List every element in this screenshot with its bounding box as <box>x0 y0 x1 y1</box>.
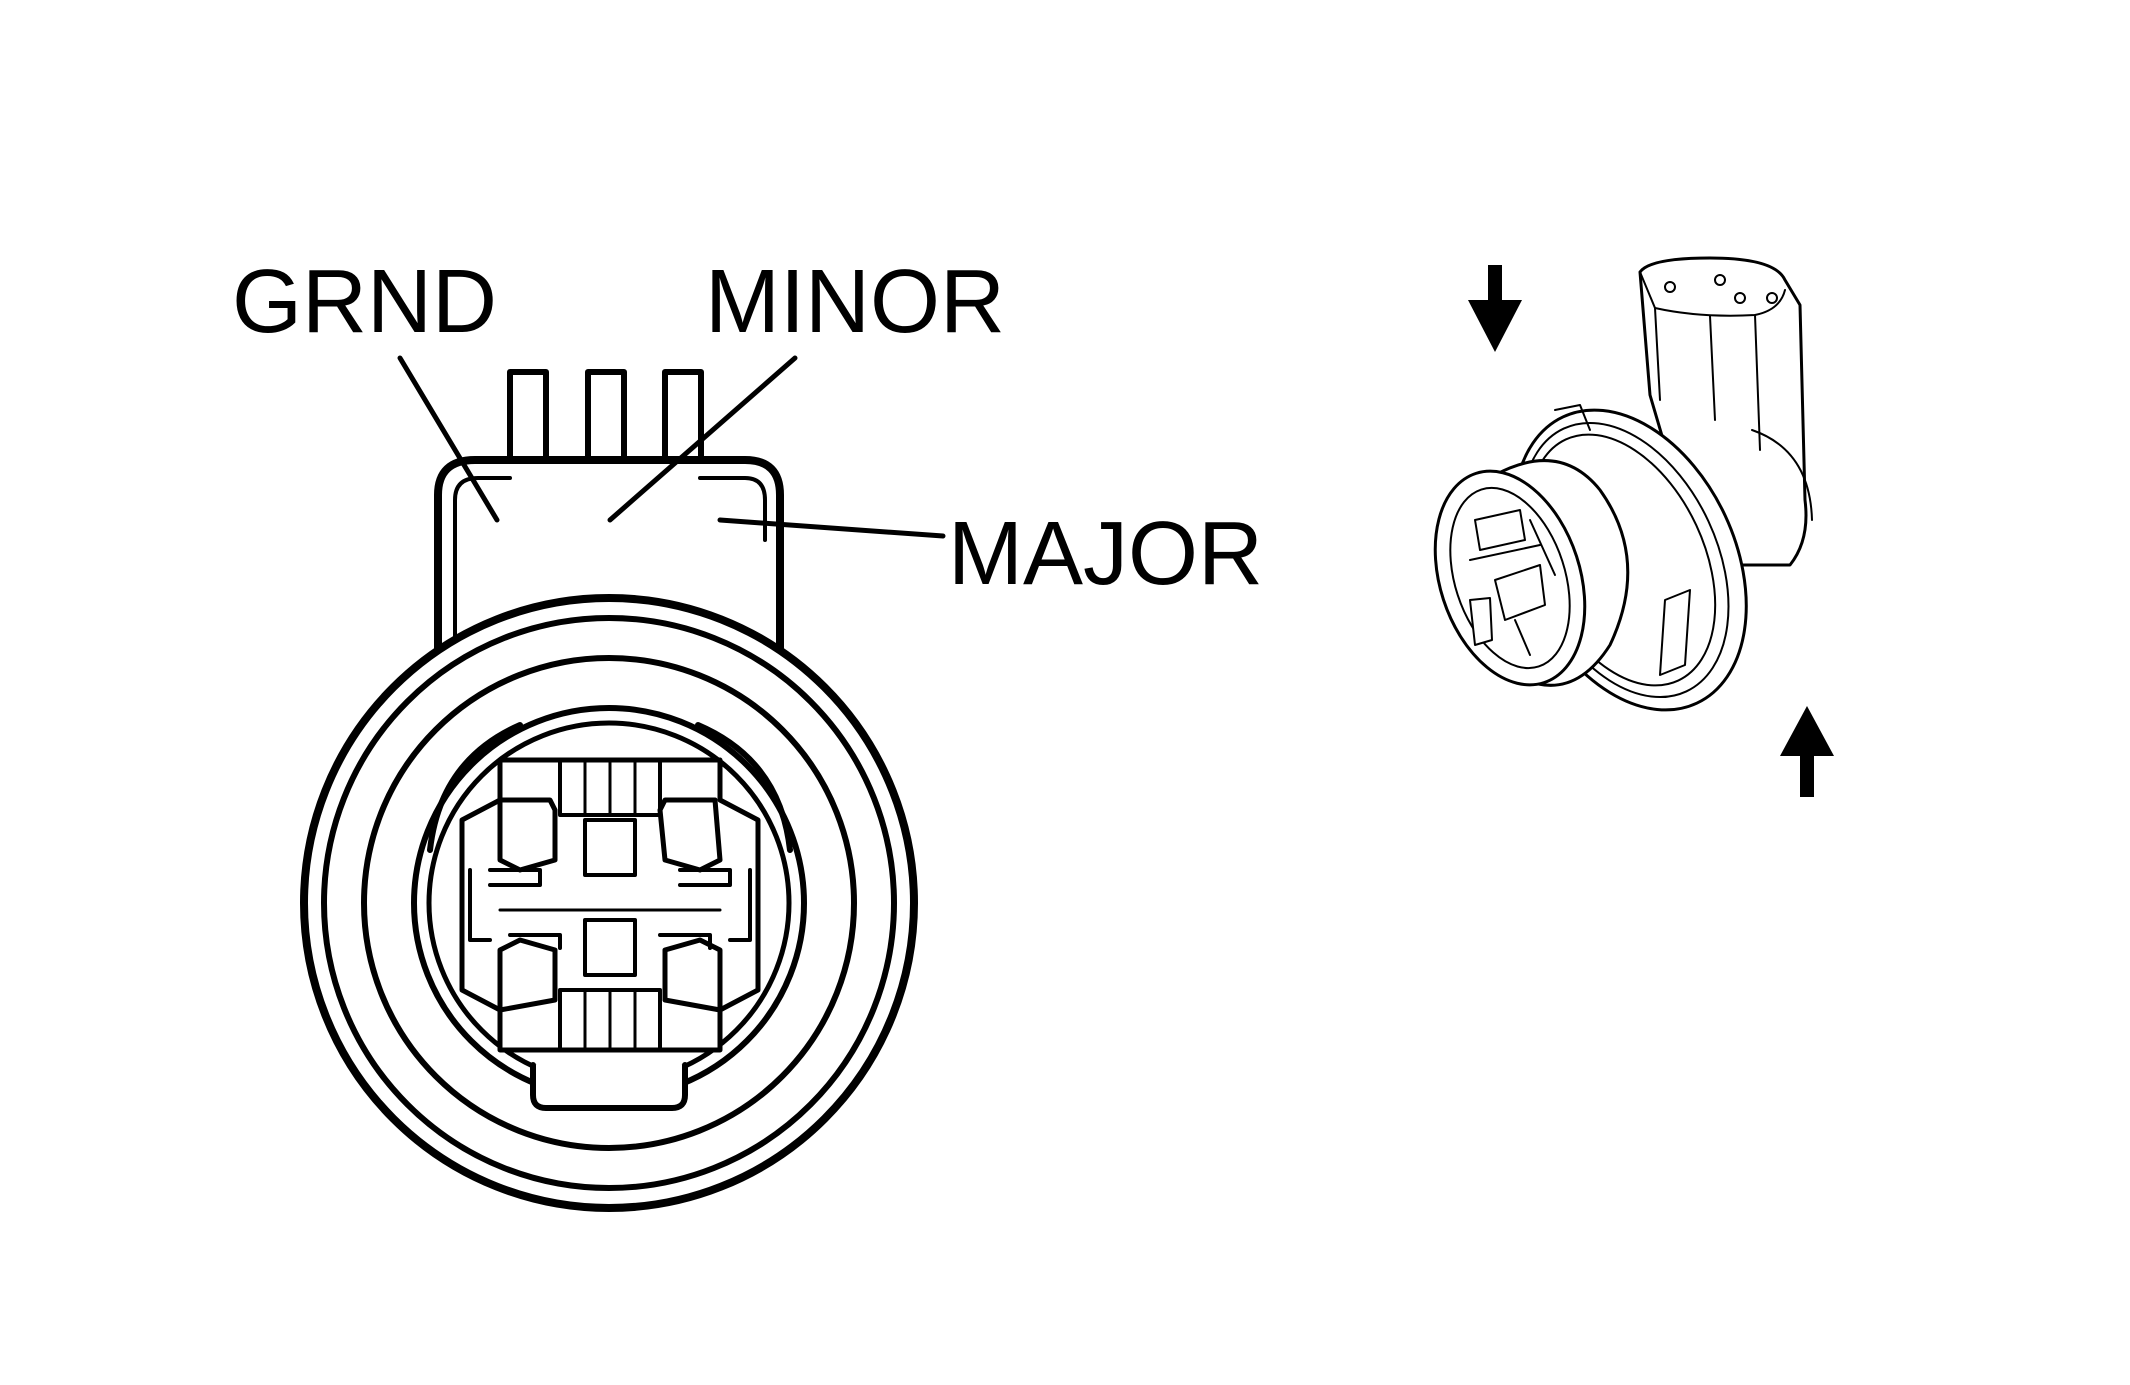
label-grnd: GRND <box>232 252 497 352</box>
terminal-pin-grnd <box>507 369 549 465</box>
stem-contact-1 <box>1664 281 1676 293</box>
terminal-cell-top-right <box>657 797 732 887</box>
guide-arc-left <box>427 722 523 853</box>
lock-tab <box>530 1062 688 1111</box>
terminal-pins <box>507 369 704 465</box>
terminal-cavity <box>459 757 761 1053</box>
terminal-pin-minor <box>585 369 627 465</box>
middle-ring <box>361 655 857 1151</box>
guide-arc-right <box>695 722 793 853</box>
label-minor: MINOR <box>705 252 1005 352</box>
housing-inner-edge-right <box>698 476 767 542</box>
label-major: MAJOR <box>948 504 1263 604</box>
connector-front-view <box>300 369 918 1212</box>
stem-contact-2 <box>1714 274 1726 286</box>
outer-ring-2 <box>321 615 897 1191</box>
leader-line-major <box>717 517 946 539</box>
terminal-cell-bottom-left <box>497 933 562 1013</box>
socket-contacts <box>1469 509 1556 656</box>
stem-contact-4 <box>1766 292 1778 304</box>
stem-contact-3 <box>1734 292 1746 304</box>
leader-line-minor <box>607 355 798 523</box>
arrow-up-icon <box>1780 706 1834 797</box>
socket-3d-view <box>1433 256 1834 797</box>
terminal-cell-bottom-right <box>658 933 723 1013</box>
terminal-cell-top-left <box>488 797 558 887</box>
terminal-pin-major <box>662 369 704 465</box>
leader-line-grnd <box>397 355 500 523</box>
arrow-down-icon <box>1468 265 1522 352</box>
housing-inner-edge <box>453 476 512 657</box>
